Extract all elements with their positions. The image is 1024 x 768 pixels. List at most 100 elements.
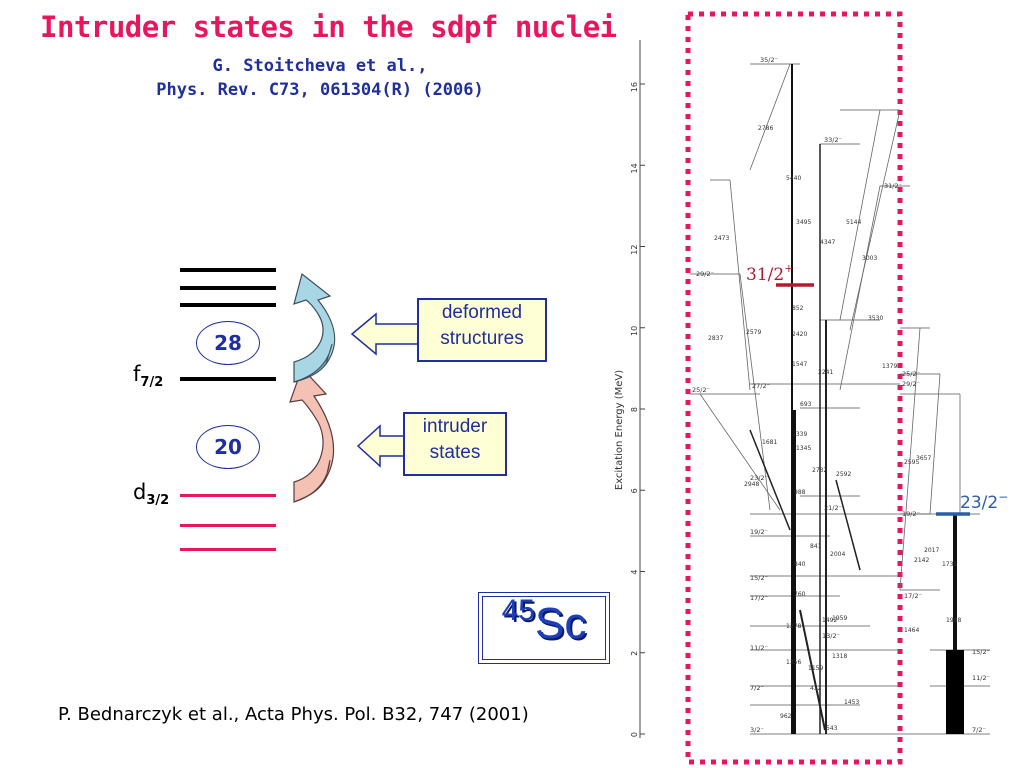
state-23-2-minus-label: 23/2− — [960, 490, 1008, 513]
orbital-level-upper-2 — [180, 286, 276, 290]
energy-tick-label: 6 — [630, 488, 639, 493]
gamma-energy-label: 2142 — [914, 557, 929, 564]
citation-stoitcheva: G. Stoitcheva et al., Phys. Rev. C73, 06… — [0, 54, 640, 102]
spin-label: 11/2⁻ — [750, 644, 768, 652]
gamma-energy-label: 2595 — [904, 459, 919, 466]
spin-label: 35/2⁻ — [760, 56, 778, 64]
gamma-energy-label: 1959 — [832, 615, 847, 622]
deformed-label: deformed — [441, 302, 523, 323]
gamma-energy-label: 2837 — [708, 335, 723, 342]
orbital-label-d32: d3/2 — [133, 480, 169, 508]
intruder-label: intruder — [422, 416, 488, 437]
gamma-energy-label: 432 — [810, 685, 822, 692]
spin-label: 25/2⁻ — [692, 386, 710, 394]
gamma-energy-label: 1318 — [832, 653, 847, 660]
gamma-energy-label: 1547 — [792, 361, 807, 368]
orbital-label-f72: f7/2 — [133, 362, 163, 390]
gamma-energy-label: 852 — [792, 305, 804, 312]
spin-label: 29/2⁻ — [902, 380, 920, 388]
orbital-level-lower-2 — [180, 548, 276, 551]
spin-label: 19/2⁻ — [750, 528, 768, 536]
energy-tick-label: 10 — [630, 326, 639, 336]
energy-tick-label: 12 — [630, 245, 639, 255]
excitation-arrows — [289, 272, 336, 503]
gamma-energy-label: 1278 — [786, 623, 801, 630]
lower-curved-arrow — [289, 366, 335, 503]
gamma-energy-label: 2004 — [830, 551, 845, 558]
orbital-level-upper-3 — [180, 303, 276, 307]
gamma-energy-label: 1735 — [942, 561, 957, 568]
orbital-level-f72 — [180, 377, 276, 381]
gamma-energy-label: 988 — [794, 489, 806, 496]
spin-label: 31/2⁻ — [884, 182, 902, 190]
gamma-energy-label: 693 — [800, 401, 812, 408]
gamma-energy-label: 3530 — [868, 315, 883, 322]
orbital-f-letter: f — [133, 362, 141, 386]
nucleus-label: 45Sc — [485, 594, 603, 649]
gamma-energy-label: 1681 — [762, 439, 777, 446]
highlight-frame — [685, 11, 903, 765]
reference-bednarczyk: P. Bednarczyk et al., Acta Phys. Pol. B3… — [58, 704, 529, 725]
gamma-energy-label: 1356 — [786, 659, 801, 666]
gamma-energy-label: 840 — [794, 561, 806, 568]
nucleus-frame — [478, 592, 610, 664]
spin-label: 19/2⁻ — [902, 510, 920, 518]
spin-label: 11/2⁻ — [972, 674, 990, 682]
gamma-energy-label: 2592 — [836, 471, 851, 478]
gamma-energy-label: 2241 — [818, 369, 833, 376]
energy-axis-label: Excitation Energy (MeV) — [614, 370, 625, 490]
gamma-energy-label: 3657 — [916, 455, 931, 462]
orbital-level-lower-1 — [180, 524, 276, 527]
gamma-energy-label: 2420 — [792, 331, 807, 338]
structures-label: structures — [440, 328, 524, 349]
energy-tick-label: 14 — [630, 163, 639, 173]
gamma-energy-label: 962 — [780, 713, 792, 720]
energy-tick-label: 4 — [630, 570, 639, 575]
gamma-energy-label: 4347 — [820, 239, 835, 246]
nucleus-mass-number: 45 — [501, 594, 535, 627]
orbital-d-letter: d — [133, 480, 147, 504]
gamma-energy-label: 5440 — [786, 175, 801, 182]
gamma-energy-label: 3003 — [862, 255, 877, 262]
citation-journal: Phys. Rev. C73, 061304(R) (2006) — [156, 80, 484, 100]
gamma-energy-label: 1988 — [946, 617, 961, 624]
deformed-pointer-arrow — [350, 312, 419, 356]
gamma-energy-label: 841 — [810, 543, 822, 550]
transition-lines — [699, 63, 961, 591]
citation-authors: G. Stoitcheva et al., — [212, 56, 428, 76]
orbital-level-upper-1 — [180, 268, 276, 272]
states-label: states — [429, 442, 481, 463]
gamma-energy-label: 1339 — [792, 431, 807, 438]
gamma-energy-label: 2579 — [746, 329, 761, 336]
upper-curved-arrow — [293, 272, 336, 383]
gamma-energy-label: 5144 — [846, 219, 861, 226]
gamma-energy-label: 1453 — [844, 699, 859, 706]
gamma-energy-label: 2786 — [758, 125, 773, 132]
spin-label: 15/2⁻ — [972, 648, 990, 656]
gamma-energy-label: 1492 — [822, 617, 837, 624]
gamma-energy-labels: 2786544034954347514430033530137924732837… — [708, 125, 961, 732]
spin-label: 17/2⁻ — [750, 594, 768, 602]
orbital-d-subscript: 3/2 — [146, 493, 170, 509]
gamma-energy-label: 1345 — [796, 445, 811, 452]
deformed-structures-box: deformed structures — [417, 298, 547, 362]
gamma-energy-label: 760 — [794, 591, 806, 598]
spin-label: 3/2⁻ — [750, 726, 764, 734]
energy-tick-label: 8 — [630, 407, 639, 412]
nucleus-symbol: Sc — [535, 599, 587, 648]
spin-label: 25/2⁻ — [902, 370, 920, 378]
gamma-energy-label: 2473 — [714, 235, 729, 242]
gamma-energy-label: 3495 — [796, 219, 811, 226]
spin-label: 23/2⁻ — [750, 474, 768, 482]
gamma-energy-label: 543 — [826, 725, 838, 732]
orbital-f-subscript: 7/2 — [140, 375, 164, 391]
shell-gap-20: 20 — [196, 425, 260, 469]
intruder-states-box: intruder states — [403, 412, 507, 476]
gamma-energy-label: 2732 — [812, 467, 827, 474]
spin-label: 33/2⁻ — [824, 136, 842, 144]
shell-gap-28: 28 — [196, 321, 260, 365]
gamma-energy-label: 1159 — [808, 665, 823, 672]
spin-label: 13/2⁻ — [822, 632, 840, 640]
slide-title: Intruder states in the sdpf nuclei — [40, 10, 617, 44]
